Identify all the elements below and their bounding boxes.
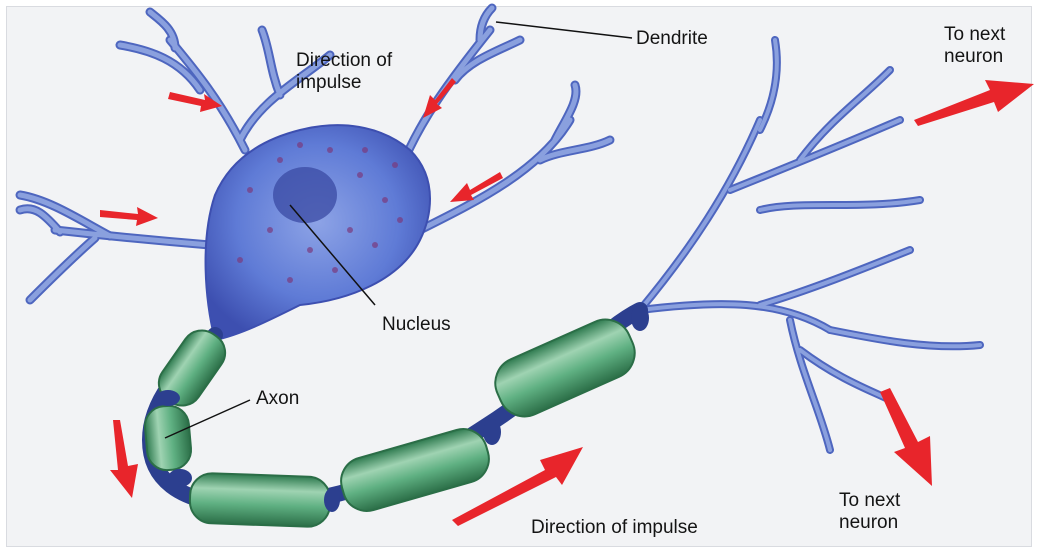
myelin-sheath (143, 311, 643, 527)
axon-label: Axon (256, 388, 299, 410)
direction-of-impulse-label-bottom: Direction of impulse (531, 517, 698, 539)
arrow-icon (914, 80, 1034, 126)
dendrite-leader-line (496, 22, 632, 38)
dendrite-label: Dendrite (636, 28, 708, 50)
direction-of-impulse-label-top: Direction of impulse (296, 50, 392, 94)
arrow-icon (423, 78, 456, 118)
to-next-neuron-label-bottom: To next neuron (839, 490, 900, 534)
arrow-icon (880, 388, 932, 486)
cell-body (206, 125, 430, 340)
nucleus-label: Nucleus (382, 314, 451, 336)
to-next-neuron-label-top: To next neuron (944, 24, 1005, 68)
nucleus-shape (273, 167, 337, 223)
arrow-icon (110, 420, 138, 498)
arrow-icon (100, 207, 158, 226)
axon-terminals (640, 40, 980, 450)
